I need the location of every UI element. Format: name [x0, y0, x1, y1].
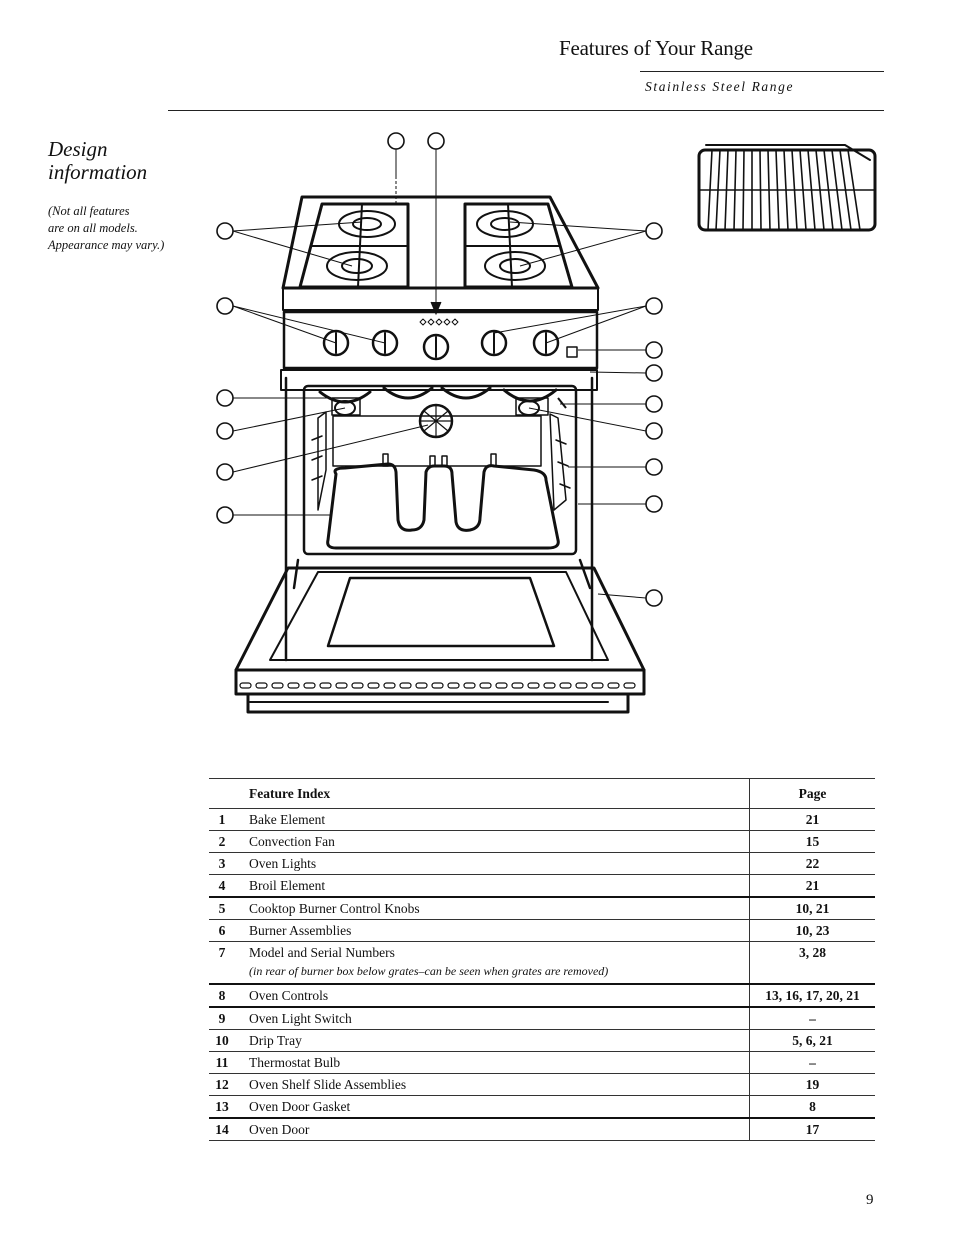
door-handle — [239, 682, 636, 689]
table-row: 13 Oven Door Gasket 8 — [209, 1095, 875, 1119]
row-feature-name: Oven Shelf Slide Assemblies — [249, 1077, 407, 1092]
row-feature: Convection Fan — [235, 830, 750, 853]
section-title: Design information — [48, 138, 147, 184]
row-page: 15 — [749, 830, 875, 853]
row-feature-name: Convection Fan — [249, 834, 335, 849]
row-number: 4 — [209, 874, 235, 898]
row-feature-name: Cooktop Burner Control Knobs — [249, 901, 420, 916]
row-page: 21 — [749, 808, 875, 831]
table-row: 2 Convection Fan 15 — [209, 830, 875, 853]
page-subtitle: Stainless Steel Range — [645, 79, 795, 94]
table-header-row: Feature Index Page — [209, 778, 875, 809]
row-number: 9 — [209, 1007, 235, 1030]
row-number: 10 — [209, 1029, 235, 1052]
row-feature: Oven Lights — [235, 852, 750, 875]
row-feature-name: Burner Assemblies — [249, 923, 352, 938]
row-number: 3 — [209, 852, 235, 875]
row-feature: Bake Element — [235, 808, 750, 831]
row-page: 19 — [749, 1073, 875, 1096]
row-page: – — [749, 1007, 875, 1030]
table-row: 3 Oven Lights 22 — [209, 852, 875, 875]
row-page: 8 — [749, 1095, 875, 1119]
row-number: 13 — [209, 1095, 235, 1119]
row-feature: Drip Tray — [235, 1029, 750, 1052]
table-row: 6 Burner Assemblies 10, 23 — [209, 919, 875, 942]
callout-leaders — [232, 149, 647, 599]
row-number: 11 — [209, 1051, 235, 1074]
row-number: 5 — [209, 897, 235, 920]
table-row: 9 Oven Light Switch – — [209, 1007, 875, 1030]
table-header-feature: Feature Index — [235, 778, 750, 809]
row-feature: Oven Controls — [235, 984, 750, 1008]
row-page: 21 — [749, 874, 875, 898]
table-row: 7 Model and Serial Numbers (in rear of bur… — [209, 941, 875, 985]
callout-markers — [216, 132, 663, 607]
table-row: 11 Thermostat Bulb – — [209, 1051, 875, 1074]
row-feature: Oven Door — [235, 1118, 750, 1141]
header-rule-short — [640, 71, 884, 72]
row-feature-note: (in rear of burner box below grates–can … — [249, 964, 609, 978]
row-feature: Oven Door Gasket — [235, 1095, 750, 1119]
table-header-num — [209, 778, 235, 809]
row-number: 8 — [209, 984, 235, 1008]
row-feature-name: Oven Door Gasket — [249, 1099, 351, 1114]
row-feature: Oven Light Switch — [235, 1007, 750, 1030]
control-knobs — [322, 329, 560, 361]
section-note-line: (Not all features — [48, 204, 130, 218]
row-number: 7 — [209, 941, 235, 985]
table-row: 12 Oven Shelf Slide Assemblies 19 — [209, 1073, 875, 1096]
row-number: 14 — [209, 1118, 235, 1141]
convection-fan — [418, 403, 454, 439]
row-number: 2 — [209, 830, 235, 853]
table-row: 14 Oven Door 17 — [209, 1118, 875, 1141]
page-title: Features of Your Range — [559, 36, 753, 60]
row-feature-name: Oven Door — [249, 1122, 310, 1137]
row-number: 12 — [209, 1073, 235, 1096]
table-row: 4 Broil Element 21 — [209, 874, 875, 898]
range-diagram — [216, 132, 877, 714]
row-page: 3, 28 — [749, 941, 875, 985]
row-page: 22 — [749, 852, 875, 875]
row-feature-name: Thermostat Bulb — [249, 1055, 341, 1070]
row-feature: Model and Serial Numbers (in rear of burn… — [235, 941, 750, 985]
section-title-line: Design — [48, 137, 108, 161]
row-feature: Broil Element — [235, 874, 750, 898]
table-row: 1 Bake Element 21 — [209, 808, 875, 831]
burner-assemblies — [326, 210, 546, 281]
table-row: 8 Oven Controls 13, 16, 17, 20, 21 — [209, 984, 875, 1008]
table-row: 10 Drip Tray 5, 6, 21 — [209, 1029, 875, 1052]
row-page: 17 — [749, 1118, 875, 1141]
row-page: – — [749, 1051, 875, 1074]
section-note-line: Appearance may vary.) — [48, 238, 165, 252]
row-feature: Cooktop Burner Control Knobs — [235, 897, 750, 920]
row-feature: Burner Assemblies — [235, 919, 750, 942]
row-feature-name: Bake Element — [249, 812, 326, 827]
section-title-line: information — [48, 160, 148, 184]
table-header-page: Page — [749, 778, 875, 809]
header-rule-long — [168, 110, 884, 111]
row-number: 6 — [209, 919, 235, 942]
row-feature-name: Oven Light Switch — [249, 1011, 352, 1026]
oven-rack-illustration — [697, 144, 877, 232]
row-page: 10, 21 — [749, 897, 875, 920]
row-feature-name: Oven Lights — [249, 856, 317, 871]
section-note-line: are on all models. — [48, 221, 138, 235]
row-feature: Thermostat Bulb — [235, 1051, 750, 1074]
row-feature-name: Drip Tray — [249, 1033, 302, 1048]
section-note: (Not all features are on all models. App… — [48, 203, 198, 254]
row-feature-name: Model and Serial Numbers — [249, 945, 395, 960]
row-page: 10, 23 — [749, 919, 875, 942]
row-feature-name: Broil Element — [249, 878, 326, 893]
table-row: 5 Cooktop Burner Control Knobs 10, 21 — [209, 897, 875, 920]
row-number: 1 — [209, 808, 235, 831]
row-page: 13, 16, 17, 20, 21 — [749, 984, 875, 1008]
row-feature: Oven Shelf Slide Assemblies — [235, 1073, 750, 1096]
row-feature-name: Oven Controls — [249, 988, 329, 1003]
page-number: 9 — [866, 1192, 874, 1208]
row-page: 5, 6, 21 — [749, 1029, 875, 1052]
